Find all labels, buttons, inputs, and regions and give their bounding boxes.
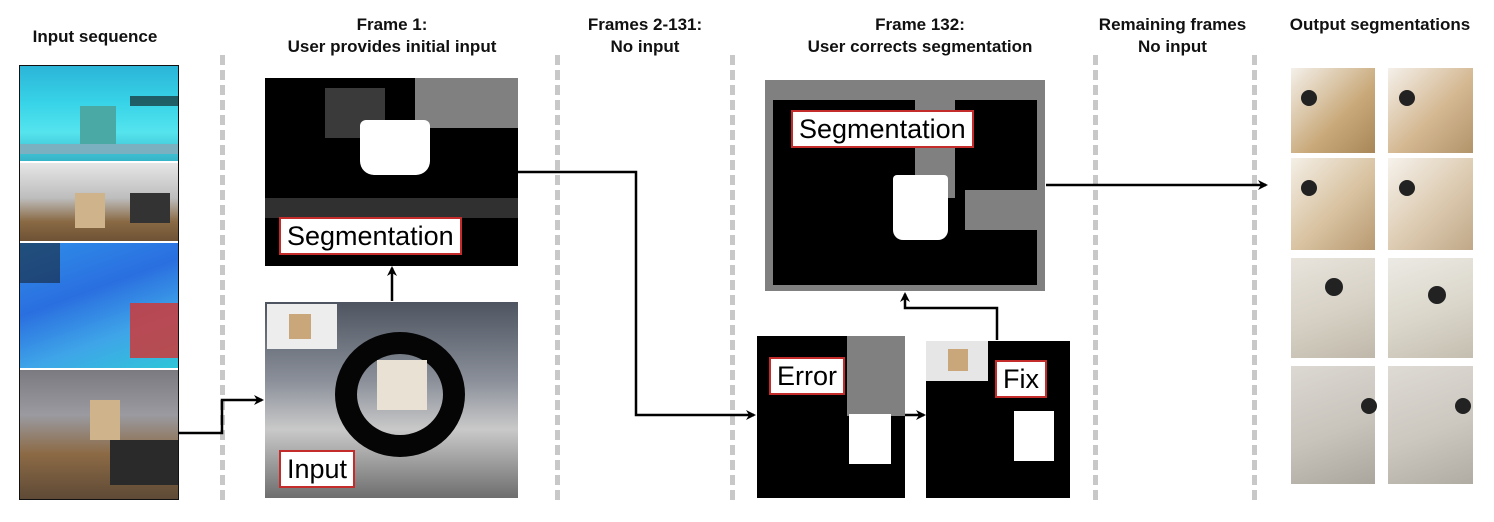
arrow-sequence-to-input: [178, 395, 264, 435]
fix-label: Fix: [995, 360, 1047, 398]
thumbnail-image: [267, 304, 337, 349]
column-divider: [1252, 55, 1257, 500]
column-divider: [730, 55, 735, 500]
camera-lens-icon: [1399, 90, 1415, 106]
camera-lens-icon: [1428, 286, 1446, 304]
output-frame-image: [1291, 258, 1375, 358]
object-mask: [360, 120, 430, 175]
rgb-frame-image: [20, 370, 178, 499]
column-divider: [220, 55, 225, 500]
header-frame-1: Frame 1: User provides initial input: [287, 15, 497, 56]
output-frame-image: [1388, 366, 1473, 484]
output-segmentation-grid: [1283, 68, 1483, 500]
camera-lens-icon: [1301, 90, 1317, 106]
arrow-fix-to-segmentation: [900, 292, 999, 340]
camera-lens-icon: [1399, 180, 1415, 196]
output-frame-image: [1291, 68, 1375, 153]
rgb-frame-image: [20, 163, 178, 241]
header-output-segmentations: Output segmentations: [1289, 15, 1471, 34]
object-image: [377, 360, 427, 410]
camera-lens-icon: [1455, 398, 1471, 414]
column-divider: [1093, 55, 1098, 500]
thumbnail-image: [926, 341, 988, 381]
output-frame-image: [1291, 158, 1375, 250]
header-remaining-frames: Remaining frames No input: [1098, 15, 1247, 56]
object-mask: [849, 414, 891, 464]
camera-lens-icon: [1325, 278, 1343, 296]
column-divider: [555, 55, 560, 500]
error-label: Error: [769, 357, 845, 395]
camera-lens-icon: [1301, 180, 1317, 196]
header-input-sequence: Input sequence: [32, 27, 158, 46]
depth-frame-image: [20, 66, 178, 161]
output-frame-image: [1388, 158, 1473, 250]
camera-lens-icon: [1361, 398, 1377, 414]
depth-frame-image: [20, 243, 178, 368]
output-frame-image: [1388, 68, 1473, 153]
fix-panel: [926, 341, 1070, 498]
header-frames-2-131: Frames 2-131: No input: [587, 15, 703, 56]
object-mask: [893, 175, 948, 240]
output-frame-image: [1291, 366, 1375, 484]
arrow-segmentation-to-error: [518, 170, 756, 420]
output-frame-image: [1388, 258, 1473, 358]
object-mask: [1014, 411, 1054, 461]
segmentation-label: Segmentation: [791, 110, 974, 148]
input-sequence-strip: [19, 65, 179, 500]
input-label: Input: [279, 450, 356, 488]
segmentation-label: Segmentation: [279, 217, 462, 255]
header-frame-132: Frame 132: User corrects segmentation: [807, 15, 1033, 56]
